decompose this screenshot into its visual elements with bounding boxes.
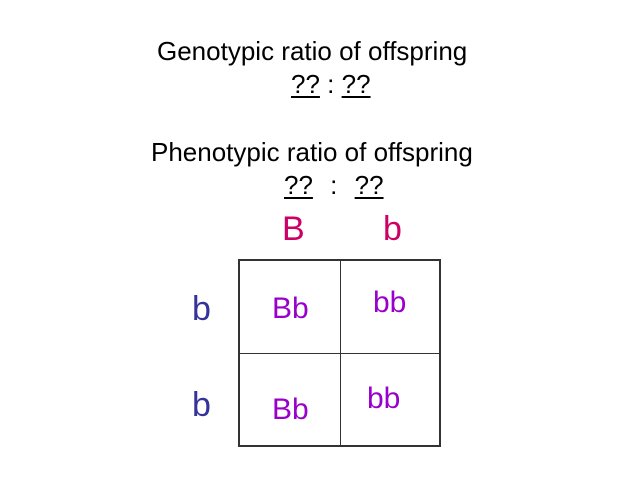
phenotypic-ratio-right: ?? <box>354 170 384 200</box>
grid-line-middle <box>238 353 441 354</box>
side-allele-row2: b <box>192 386 211 424</box>
phenotypic-ratio-left: ?? <box>284 170 313 200</box>
phenotypic-ratio-heading: Phenotypic ratio of offspring <box>151 137 473 167</box>
phenotypic-ratio-separator: : <box>330 170 338 200</box>
top-allele-B: B <box>282 210 305 248</box>
genotypic-ratio-separator: : <box>327 69 335 99</box>
side-allele-row1: b <box>192 290 211 328</box>
genotypic-ratio-left: ?? <box>291 69 320 99</box>
genotypic-ratio-right: ?? <box>341 69 371 99</box>
grid-line-right <box>439 259 441 447</box>
genotypic-ratio-values: ?? : ?? <box>291 69 371 99</box>
grid-line-bottom <box>238 445 441 447</box>
genotypic-ratio-heading: Genotypic ratio of offspring <box>157 36 468 66</box>
offspring-cell-r2c2: bb <box>367 382 401 415</box>
offspring-cell-r1c1: Bb <box>272 292 309 325</box>
grid-line-left <box>238 259 240 447</box>
grid-line-top <box>238 259 441 261</box>
grid-line-center <box>340 259 341 447</box>
offspring-cell-r2c1: Bb <box>272 393 309 426</box>
top-allele-b: b <box>383 210 402 248</box>
phenotypic-ratio-values: ?? : ?? <box>284 170 384 200</box>
offspring-cell-r1c2: bb <box>373 286 407 319</box>
